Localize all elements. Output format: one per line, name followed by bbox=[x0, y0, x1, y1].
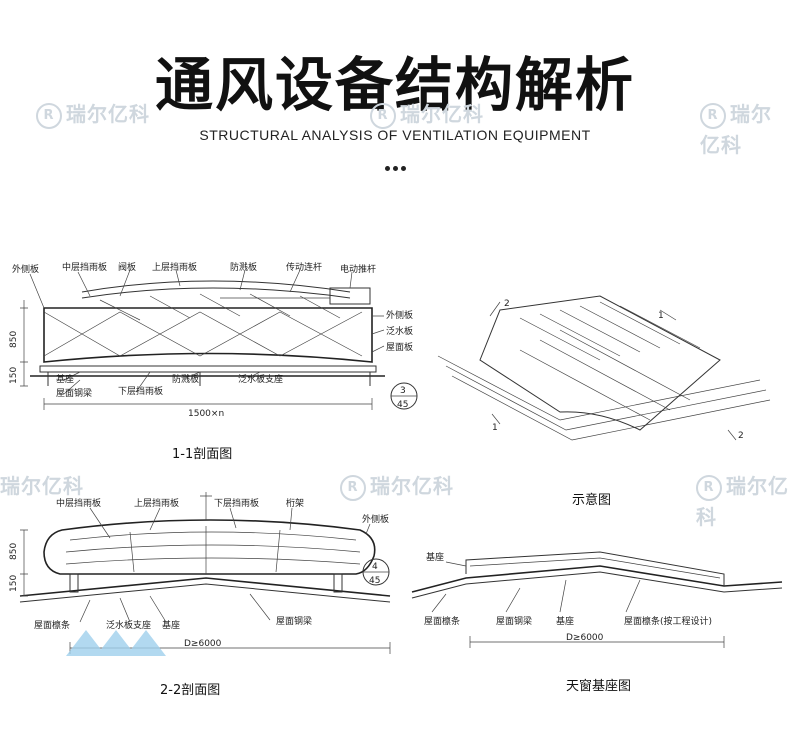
registered-icon: R bbox=[696, 474, 722, 501]
label-valve: 阀板 bbox=[118, 261, 136, 273]
cut-label-2b: 2 bbox=[738, 431, 744, 441]
section-2-2: 850 150 D≥6000 4 45 中层挡雨板 上层挡雨板 下层挡雨板 桁架… bbox=[9, 492, 391, 698]
label-roof-beam: 屋面钢梁 bbox=[56, 387, 92, 399]
label-roof-beam-3: 屋面钢梁 bbox=[496, 615, 532, 627]
cross-bracing bbox=[43, 311, 363, 357]
dim-850-2: 850 bbox=[9, 543, 19, 560]
label-outer-side: 外侧板 bbox=[12, 263, 39, 275]
label-truss: 桁架 bbox=[286, 497, 304, 509]
dimension-left bbox=[20, 300, 28, 387]
ref-number: 3 bbox=[400, 386, 406, 396]
registered-icon: R bbox=[340, 474, 366, 501]
upper-baffle bbox=[81, 280, 351, 293]
truss-verticals bbox=[129, 526, 281, 574]
dim-d-2: D≥6000 bbox=[184, 639, 222, 649]
roof-slope-2 bbox=[19, 583, 391, 603]
roof-line-3 bbox=[411, 565, 783, 593]
base-posts bbox=[47, 372, 371, 386]
title-dots bbox=[385, 156, 409, 175]
dimension-bottom-3 bbox=[469, 636, 725, 648]
baffle-lines-2 bbox=[65, 531, 361, 565]
ventilator-iso bbox=[479, 295, 721, 431]
label-base-3: 基座 bbox=[426, 551, 444, 563]
roof-slope bbox=[19, 577, 391, 597]
ref-denominator: 45 bbox=[397, 400, 408, 410]
baffle-lines bbox=[519, 329, 691, 421]
section-1-1: 850 150 1500×n 3 45 外侧板 中层挡雨板 阀板 上层挡雨板 防… bbox=[9, 261, 418, 462]
label-flashing: 泛水板 bbox=[386, 325, 413, 337]
label-roof-purlin-note: 屋面檩条(按工程设计) bbox=[624, 615, 712, 627]
watermark: 瑞尔亿科 bbox=[0, 474, 84, 498]
label-electric-rod: 电动推杆 bbox=[340, 263, 376, 275]
ref-denominator-2: 45 bbox=[369, 576, 380, 586]
base-plate bbox=[39, 365, 377, 373]
caption-iso: 示意图 bbox=[572, 492, 611, 508]
dimension-left-2 bbox=[20, 529, 28, 597]
leader-lines bbox=[29, 269, 385, 395]
label-outer-side-right: 外侧板 bbox=[386, 309, 413, 321]
label-flashing-support-2: 泛水板支座 bbox=[106, 619, 151, 631]
label-base: 基座 bbox=[56, 373, 74, 385]
dim-150: 150 bbox=[9, 367, 19, 384]
label-base-3b: 基座 bbox=[556, 615, 574, 627]
base-inner bbox=[469, 557, 721, 579]
label-roof-purlin-2: 屋面檩条 bbox=[34, 619, 70, 631]
label-roof-beam-2: 屋面钢梁 bbox=[276, 615, 312, 627]
label-middle-baffle: 中层挡雨板 bbox=[62, 261, 107, 273]
center-line bbox=[200, 492, 212, 520]
page-title: 通风设备结构解析 bbox=[154, 51, 635, 119]
valve-plates bbox=[99, 293, 341, 321]
isometric-view: 2 1 1 2 示意图 bbox=[437, 295, 771, 508]
label-base-2: 基座 bbox=[162, 619, 180, 631]
dim-d-3: D≥6000 bbox=[566, 633, 604, 643]
cut-label-1b: 1 bbox=[492, 423, 498, 433]
ventilator-body-2 bbox=[43, 519, 376, 575]
registered-icon: R bbox=[370, 102, 396, 129]
ref-number-2: 4 bbox=[372, 562, 378, 572]
label-roof-purlin-3: 屋面檩条 bbox=[424, 615, 460, 627]
label-anti-splash-2: 防溅板 bbox=[172, 373, 199, 385]
label-middle-baffle-2: 中层挡雨板 bbox=[56, 497, 101, 509]
page-subtitle: STRUCTURAL ANALYSIS OF VENTILATION EQUIP… bbox=[199, 127, 591, 143]
label-lower-baffle-2: 下层挡雨板 bbox=[214, 497, 259, 509]
label-outer-side-2: 外侧板 bbox=[362, 513, 389, 525]
baffle-ridges bbox=[519, 301, 701, 361]
dim-150-2: 150 bbox=[9, 575, 19, 592]
dim-width: 1500×n bbox=[188, 409, 224, 419]
cut-label-1a: 1 bbox=[658, 311, 664, 321]
caption-skylight-base: 天窗基座图 bbox=[566, 678, 631, 694]
triangle-watermark bbox=[66, 630, 166, 656]
skylight-base: D≥6000 基座 屋面檩条 屋面钢梁 基座 屋面檩条(按工程设计) 天窗基座图 bbox=[411, 551, 783, 694]
label-drive-rod: 传动连杆 bbox=[286, 261, 322, 273]
caption-section-1-1: 1-1剖面图 bbox=[172, 447, 232, 462]
cut-label-2a: 2 bbox=[504, 299, 510, 309]
label-lower-baffle: 下层挡雨板 bbox=[118, 385, 163, 397]
cut-markers bbox=[489, 301, 737, 441]
base-post-left bbox=[69, 573, 79, 593]
base-outline bbox=[465, 551, 725, 586]
label-anti-splash: 防溅板 bbox=[230, 261, 257, 273]
ventilator-body bbox=[43, 307, 373, 363]
label-roof-panel: 屋面板 bbox=[386, 341, 413, 353]
registered-icon: R bbox=[700, 102, 726, 129]
label-upper-baffle-2: 上层挡雨板 bbox=[134, 497, 179, 509]
upper-baffle-inner bbox=[81, 287, 351, 299]
registered-icon: R bbox=[36, 102, 62, 129]
roof-line-3b bbox=[411, 571, 783, 599]
label-upper-baffle: 上层挡雨板 bbox=[152, 261, 197, 273]
base-post-right bbox=[333, 573, 343, 593]
dimension-bottom bbox=[43, 398, 373, 410]
label-flashing-support: 泛水板支座 bbox=[238, 373, 283, 385]
caption-section-2-2: 2-2剖面图 bbox=[160, 683, 220, 698]
leader-lines-3 bbox=[431, 561, 641, 613]
roof-sheet-lines bbox=[437, 355, 771, 441]
dim-850: 850 bbox=[9, 331, 19, 348]
leader-lines-2 bbox=[79, 507, 371, 623]
